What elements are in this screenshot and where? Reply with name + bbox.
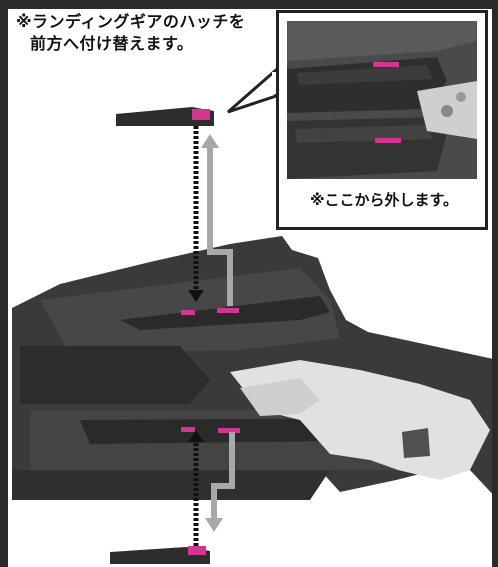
pink-mark-lower-2	[218, 428, 240, 433]
hatch-part-top	[116, 107, 214, 126]
gray-down-arrow-icon	[205, 432, 235, 532]
zoom-pink-mark-lower	[375, 138, 401, 143]
instruction-text: ※ランディングギアのハッチを 前方へ付け替えます。	[16, 11, 266, 55]
hatch-part-bottom	[110, 546, 210, 564]
dotted-down-arrow-icon	[188, 126, 204, 302]
gray-up-arrow-icon	[201, 134, 233, 306]
pink-mark-upper-2	[217, 308, 239, 313]
zoom-note-text: ※ここから外します。	[309, 191, 459, 209]
zoom-detail-photo	[287, 21, 477, 179]
frame-right-border	[492, 0, 498, 567]
zoom-detail-box: ※ここから外します。	[276, 10, 488, 230]
frame-top-border	[0, 0, 498, 9]
hull-body	[12, 236, 498, 500]
callout-pointer	[227, 66, 278, 114]
zoom-pink-mark-upper	[373, 62, 399, 67]
pink-mark-lower-1	[181, 427, 195, 432]
instruction-line-2: 前方へ付け替えます。	[30, 34, 194, 53]
frame-left-border	[0, 0, 8, 567]
instruction-line-1: ※ランディングギアのハッチを	[16, 12, 246, 31]
pink-mark-upper-1	[181, 310, 195, 315]
dotted-up-arrow-icon	[188, 430, 204, 546]
